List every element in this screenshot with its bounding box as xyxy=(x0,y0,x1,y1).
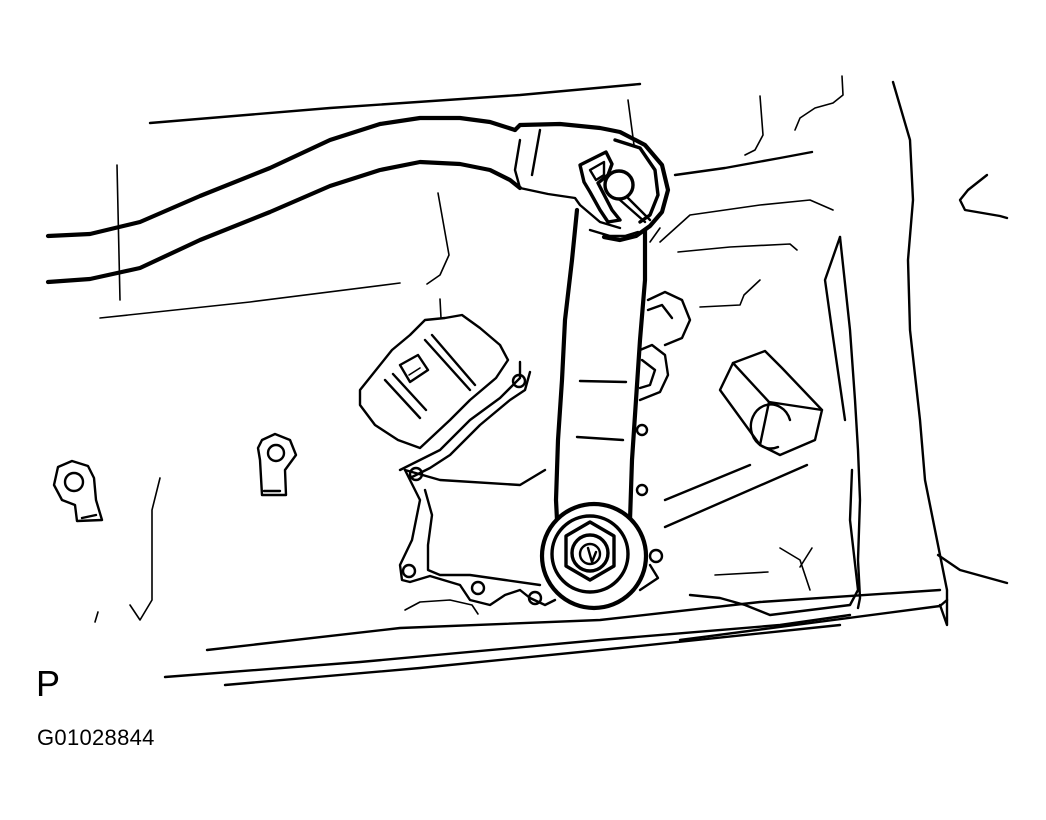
figure-code: G01028844 xyxy=(37,725,155,750)
neutral-start-switch xyxy=(398,290,692,615)
ring-terminal-left xyxy=(52,459,104,523)
shift-lever xyxy=(539,207,649,611)
transmission-case xyxy=(94,75,1009,687)
lever-clip xyxy=(512,121,671,243)
switch-connector xyxy=(358,313,510,450)
position-label: P xyxy=(36,663,61,704)
hex-plug xyxy=(718,349,824,457)
ring-terminal-right xyxy=(256,432,298,497)
shift-control-rod xyxy=(45,115,523,285)
